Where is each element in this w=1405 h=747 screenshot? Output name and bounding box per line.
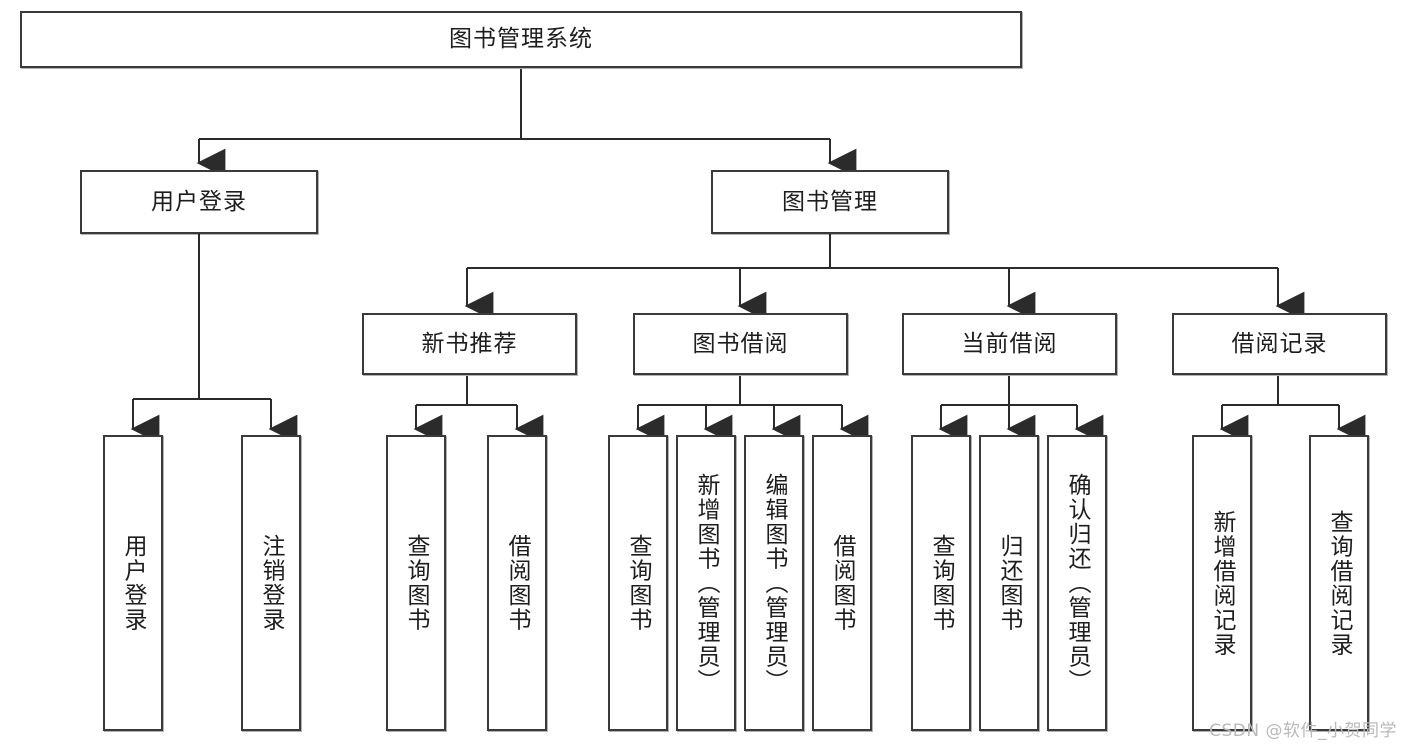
node-leaf-query-book-2-label: 查询图书 — [625, 534, 652, 632]
node-leaf-logout-label: 注销登录 — [258, 534, 285, 632]
node-leaf-query-book-1[interactable]: 查询图书 — [386, 435, 446, 731]
node-leaf-edit-book[interactable]: 编辑图书（管理员） — [744, 435, 804, 731]
node-borrow-record-label: 借阅记录 — [1231, 330, 1328, 357]
node-leaf-borrow-book-1-label: 借阅图书 — [504, 534, 531, 632]
node-user-login[interactable]: 用户登录 — [80, 170, 318, 234]
node-leaf-borrow-book-1[interactable]: 借阅图书 — [487, 435, 547, 731]
node-leaf-add-record[interactable]: 新增借阅记录 — [1192, 435, 1252, 731]
node-leaf-confirm-return-label: 确认归还（管理员） — [1064, 472, 1091, 694]
node-leaf-query-record-label: 查询借阅记录 — [1326, 509, 1353, 657]
node-leaf-borrow-book-2[interactable]: 借阅图书 — [812, 435, 872, 731]
node-leaf-add-book-label: 新增图书（管理员） — [693, 472, 720, 694]
node-leaf-query-book-1-label: 查询图书 — [403, 534, 430, 632]
node-book-borrow-label: 图书借阅 — [692, 330, 789, 357]
node-borrow-record[interactable]: 借阅记录 — [1172, 313, 1387, 375]
node-leaf-edit-book-label: 编辑图书（管理员） — [761, 472, 788, 694]
node-root-label: 图书管理系统 — [449, 26, 593, 53]
node-book-borrow[interactable]: 图书借阅 — [633, 313, 848, 375]
node-leaf-return-book[interactable]: 归还图书 — [979, 435, 1039, 731]
node-book-manage[interactable]: 图书管理 — [711, 170, 949, 234]
node-leaf-query-book-2[interactable]: 查询图书 — [608, 435, 668, 731]
node-leaf-logout[interactable]: 注销登录 — [241, 435, 301, 731]
node-leaf-return-book-label: 归还图书 — [996, 534, 1023, 632]
node-leaf-confirm-return[interactable]: 确认归还（管理员） — [1047, 435, 1107, 731]
csdn-watermark: CSDN @软件_小贺同学 — [1209, 721, 1397, 741]
node-book-manage-label: 图书管理 — [782, 188, 878, 215]
node-leaf-user-login-label: 用户登录 — [120, 534, 147, 632]
node-leaf-add-book[interactable]: 新增图书（管理员） — [676, 435, 736, 731]
node-leaf-query-book-3-label: 查询图书 — [928, 534, 955, 632]
node-leaf-borrow-book-2-label: 借阅图书 — [829, 534, 856, 632]
node-leaf-query-book-3[interactable]: 查询图书 — [911, 435, 971, 731]
node-root[interactable]: 图书管理系统 — [20, 11, 1022, 68]
node-new-book-recommend[interactable]: 新书推荐 — [362, 313, 577, 375]
node-new-book-recommend-label: 新书推荐 — [421, 330, 518, 357]
node-current-borrow-label: 当前借阅 — [961, 330, 1058, 357]
node-leaf-query-record[interactable]: 查询借阅记录 — [1309, 435, 1369, 731]
node-leaf-add-record-label: 新增借阅记录 — [1209, 509, 1236, 657]
node-leaf-user-login[interactable]: 用户登录 — [103, 435, 163, 731]
node-user-login-label: 用户登录 — [151, 188, 247, 215]
node-current-borrow[interactable]: 当前借阅 — [902, 313, 1117, 375]
